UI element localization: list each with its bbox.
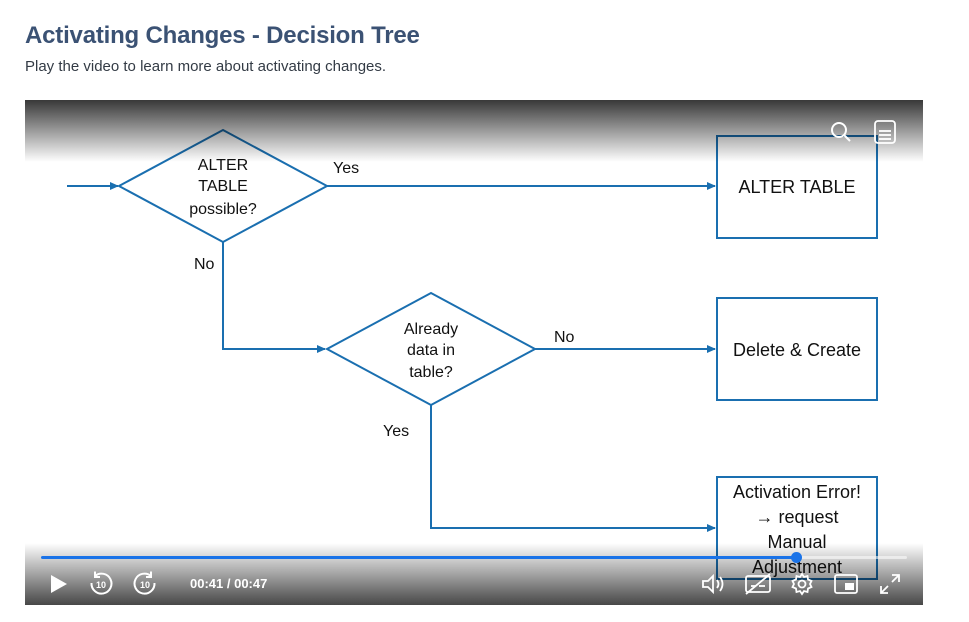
- picture-in-picture-icon[interactable]: [831, 569, 861, 599]
- volume-icon[interactable]: [699, 569, 729, 599]
- forward-10-icon[interactable]: 10: [130, 569, 160, 599]
- decision-already-data-in-table: Already data in table?: [324, 291, 538, 407]
- decision1-line1: ALTER: [198, 157, 248, 174]
- box-delete-create-label: Delete & Create: [733, 340, 861, 360]
- connectors: [67, 182, 716, 532]
- decision2-line3: table?: [409, 364, 453, 381]
- decision-alter-table-possible: ALTER TABLE possible?: [116, 128, 330, 244]
- settings-icon[interactable]: [787, 569, 817, 599]
- no-connector-1: [222, 242, 326, 353]
- search-icon[interactable]: [827, 118, 855, 146]
- fullscreen-icon[interactable]: [875, 569, 905, 599]
- box-error-line2: → request: [755, 507, 838, 527]
- play-icon[interactable]: [43, 569, 73, 599]
- box-alter-table: ALTER TABLE: [716, 135, 878, 239]
- rewind-10-icon[interactable]: 10: [86, 569, 116, 599]
- box-delete-create: Delete & Create: [716, 297, 878, 401]
- control-bar: 10 10 00:41 / 00:47: [25, 563, 923, 605]
- decision-tree-diagram: ALTER TABLE possible? Already data in ta…: [67, 128, 878, 580]
- page-subtitle: Play the video to learn more about activ…: [25, 58, 387, 75]
- box-error-line3: Manual: [767, 532, 826, 552]
- decision1-line2: TABLE: [198, 178, 248, 195]
- progress-bar[interactable]: [41, 552, 907, 563]
- page-title: Activating Changes - Decision Tree: [25, 22, 420, 49]
- progress-handle[interactable]: [791, 552, 803, 563]
- label-yes-1: Yes: [333, 160, 359, 177]
- box-alter-table-label: ALTER TABLE: [738, 177, 855, 197]
- time-display: 00:41 / 00:47: [190, 576, 268, 591]
- decision2-line2: data in: [407, 342, 455, 359]
- progress-fill: [41, 556, 797, 559]
- label-no-2: No: [554, 329, 575, 346]
- decision1-line3: possible?: [189, 201, 257, 218]
- decision2-line1: Already: [404, 321, 458, 338]
- label-yes-2: Yes: [383, 423, 409, 440]
- rewind-10-label: 10: [96, 580, 106, 590]
- forward-10-label: 10: [140, 580, 150, 590]
- transcript-icon[interactable]: [871, 118, 899, 146]
- video-player[interactable]: ALTER TABLE possible? Already data in ta…: [25, 100, 923, 605]
- yes-connector-2: [430, 405, 716, 532]
- label-no-1: No: [194, 256, 215, 273]
- box-error-line1: Activation Error!: [733, 482, 861, 502]
- captions-off-icon[interactable]: [743, 569, 773, 599]
